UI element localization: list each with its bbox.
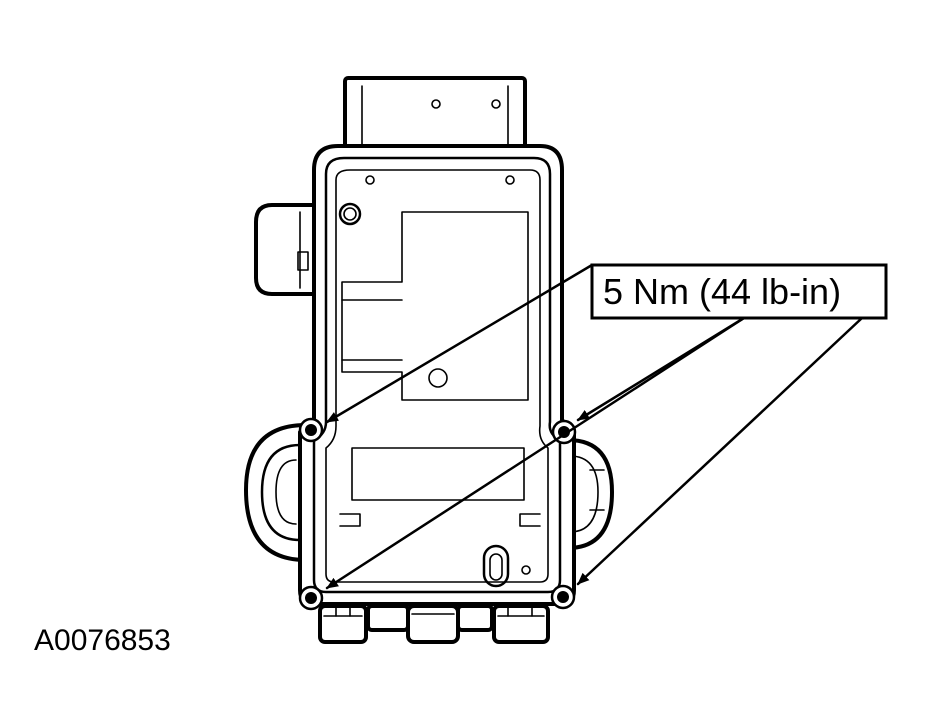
leader-lines bbox=[325, 263, 864, 590]
right-oval-connector bbox=[566, 438, 614, 550]
left-harness-tab bbox=[254, 203, 320, 296]
arrow-to-screw-top-left bbox=[325, 263, 594, 424]
bottom-connector-4 bbox=[456, 604, 494, 632]
bottom-connector-5 bbox=[492, 604, 550, 644]
figure-id: A0076853 bbox=[34, 624, 171, 657]
torque-callout-box bbox=[590, 263, 888, 320]
left-oval-connector bbox=[244, 423, 308, 562]
screw-top-left bbox=[298, 417, 324, 443]
module-housing bbox=[298, 144, 576, 606]
torque-callout-text: 5 Nm (44 lb-in) bbox=[603, 271, 841, 312]
arrow-to-screw-top-right bbox=[576, 316, 746, 422]
bottom-connectors bbox=[318, 604, 550, 644]
bottom-connector-3 bbox=[406, 604, 460, 644]
bottom-connector-2 bbox=[366, 604, 410, 632]
top-connector bbox=[343, 76, 527, 158]
arrow-to-screw-bottom-left bbox=[325, 316, 746, 590]
bottom-connector-1 bbox=[318, 604, 368, 644]
arrow-to-screw-bottom-right bbox=[576, 316, 864, 586]
mounting-screws bbox=[298, 417, 577, 611]
screw-bottom-left bbox=[298, 585, 324, 611]
screw-bottom-right bbox=[550, 584, 576, 610]
torque-callout: 5 Nm (44 lb-in) bbox=[590, 263, 888, 320]
